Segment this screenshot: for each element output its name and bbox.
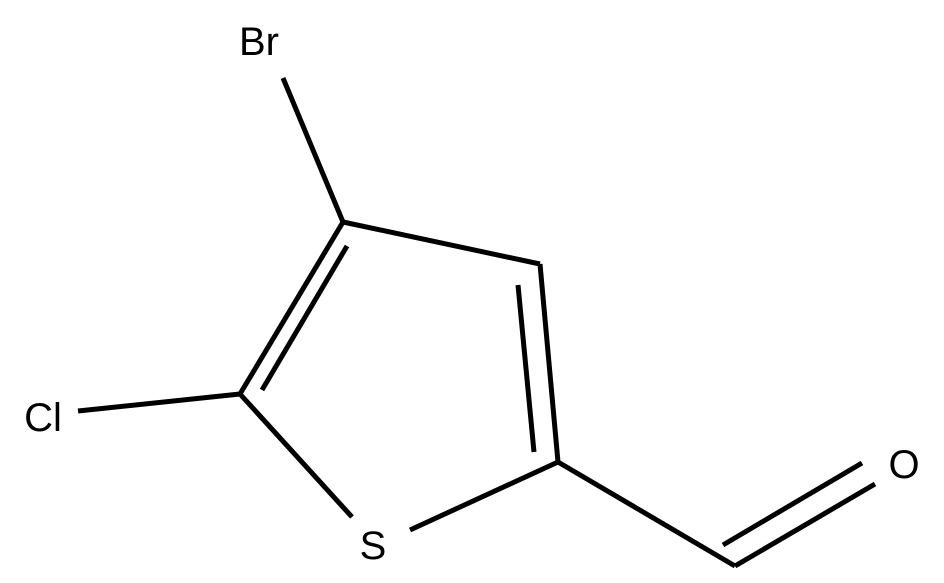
bond-c4-c5 [237,220,346,396]
bond-c-o-double-a [733,481,877,569]
bond-c-o-double-b [721,460,864,548]
bond-c3-c2 [537,263,561,463]
bond-c5-cl [77,391,241,414]
bromine-label: Br [239,20,279,64]
bond-c2-cho [556,459,737,569]
bond-c3-c2-inner [515,284,537,453]
chlorine-label: Cl [24,396,62,440]
bond-c2-s [408,459,560,533]
bond-c4-br [280,77,346,223]
bond-c5-s [238,392,354,519]
sulfur-label: S [360,524,387,568]
oxygen-label: O [888,443,919,487]
bond-c3-c4 [342,219,541,267]
bond-c4-c5-inner [259,244,350,392]
